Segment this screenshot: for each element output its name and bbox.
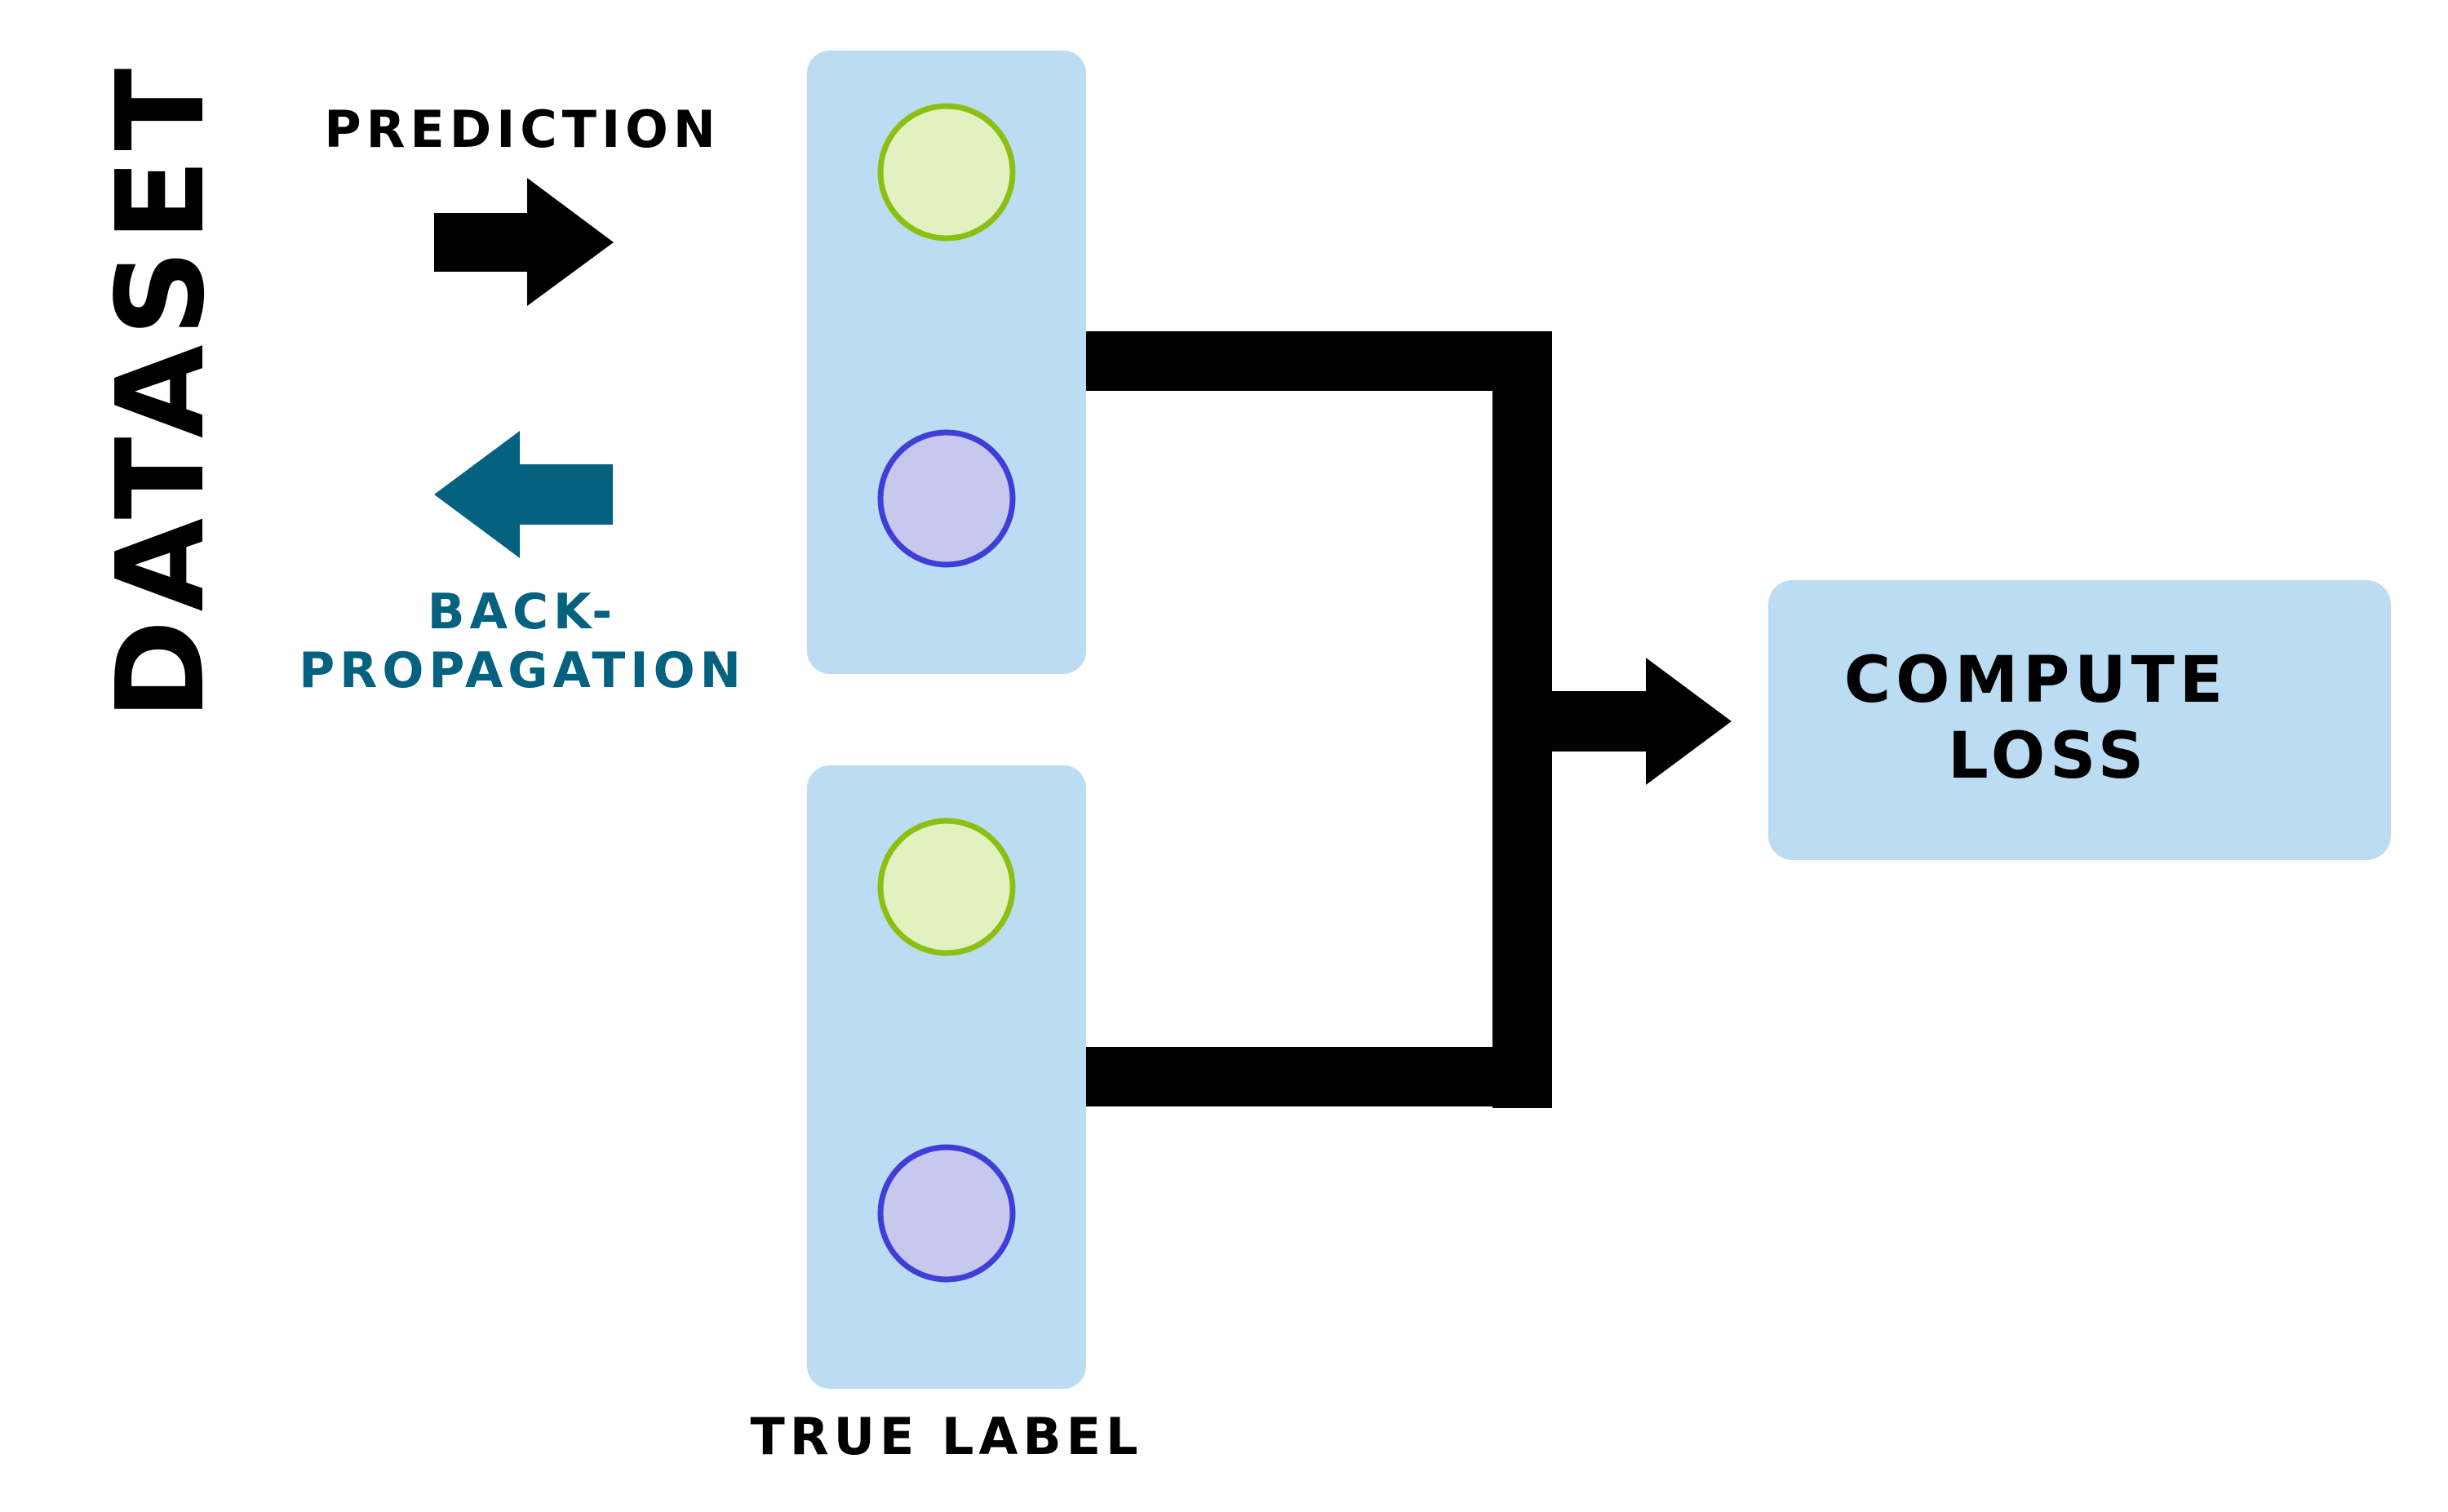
prediction-green-node <box>877 103 1016 242</box>
connector-top <box>1086 331 1552 391</box>
connector-bottom <box>1086 1047 1552 1106</box>
backprop-arrow-icon <box>434 431 613 558</box>
connector-vertical <box>1492 331 1552 1108</box>
true-label-caption: TRUE LABEL <box>751 1407 1143 1466</box>
dataset-label: DATASET <box>91 60 231 721</box>
prediction-output-box <box>807 51 1086 674</box>
prediction-label: PREDICTION <box>324 100 721 159</box>
compute-loss-line1: COMPUTE <box>1844 644 2228 717</box>
loss-arrow-icon <box>1552 658 1732 785</box>
forward-arrow-icon <box>434 178 614 306</box>
backprop-label-line2: PROPAGATION <box>299 642 746 699</box>
true-label-green-node <box>877 818 1016 956</box>
compute-loss-line2: LOSS <box>1948 720 2149 793</box>
compute-loss-box <box>1768 580 2391 860</box>
backprop-label-line1: BACK- <box>428 583 617 641</box>
true-label-purple-node <box>877 1144 1016 1283</box>
true-label-box <box>807 765 1086 1389</box>
prediction-purple-node <box>877 429 1016 568</box>
